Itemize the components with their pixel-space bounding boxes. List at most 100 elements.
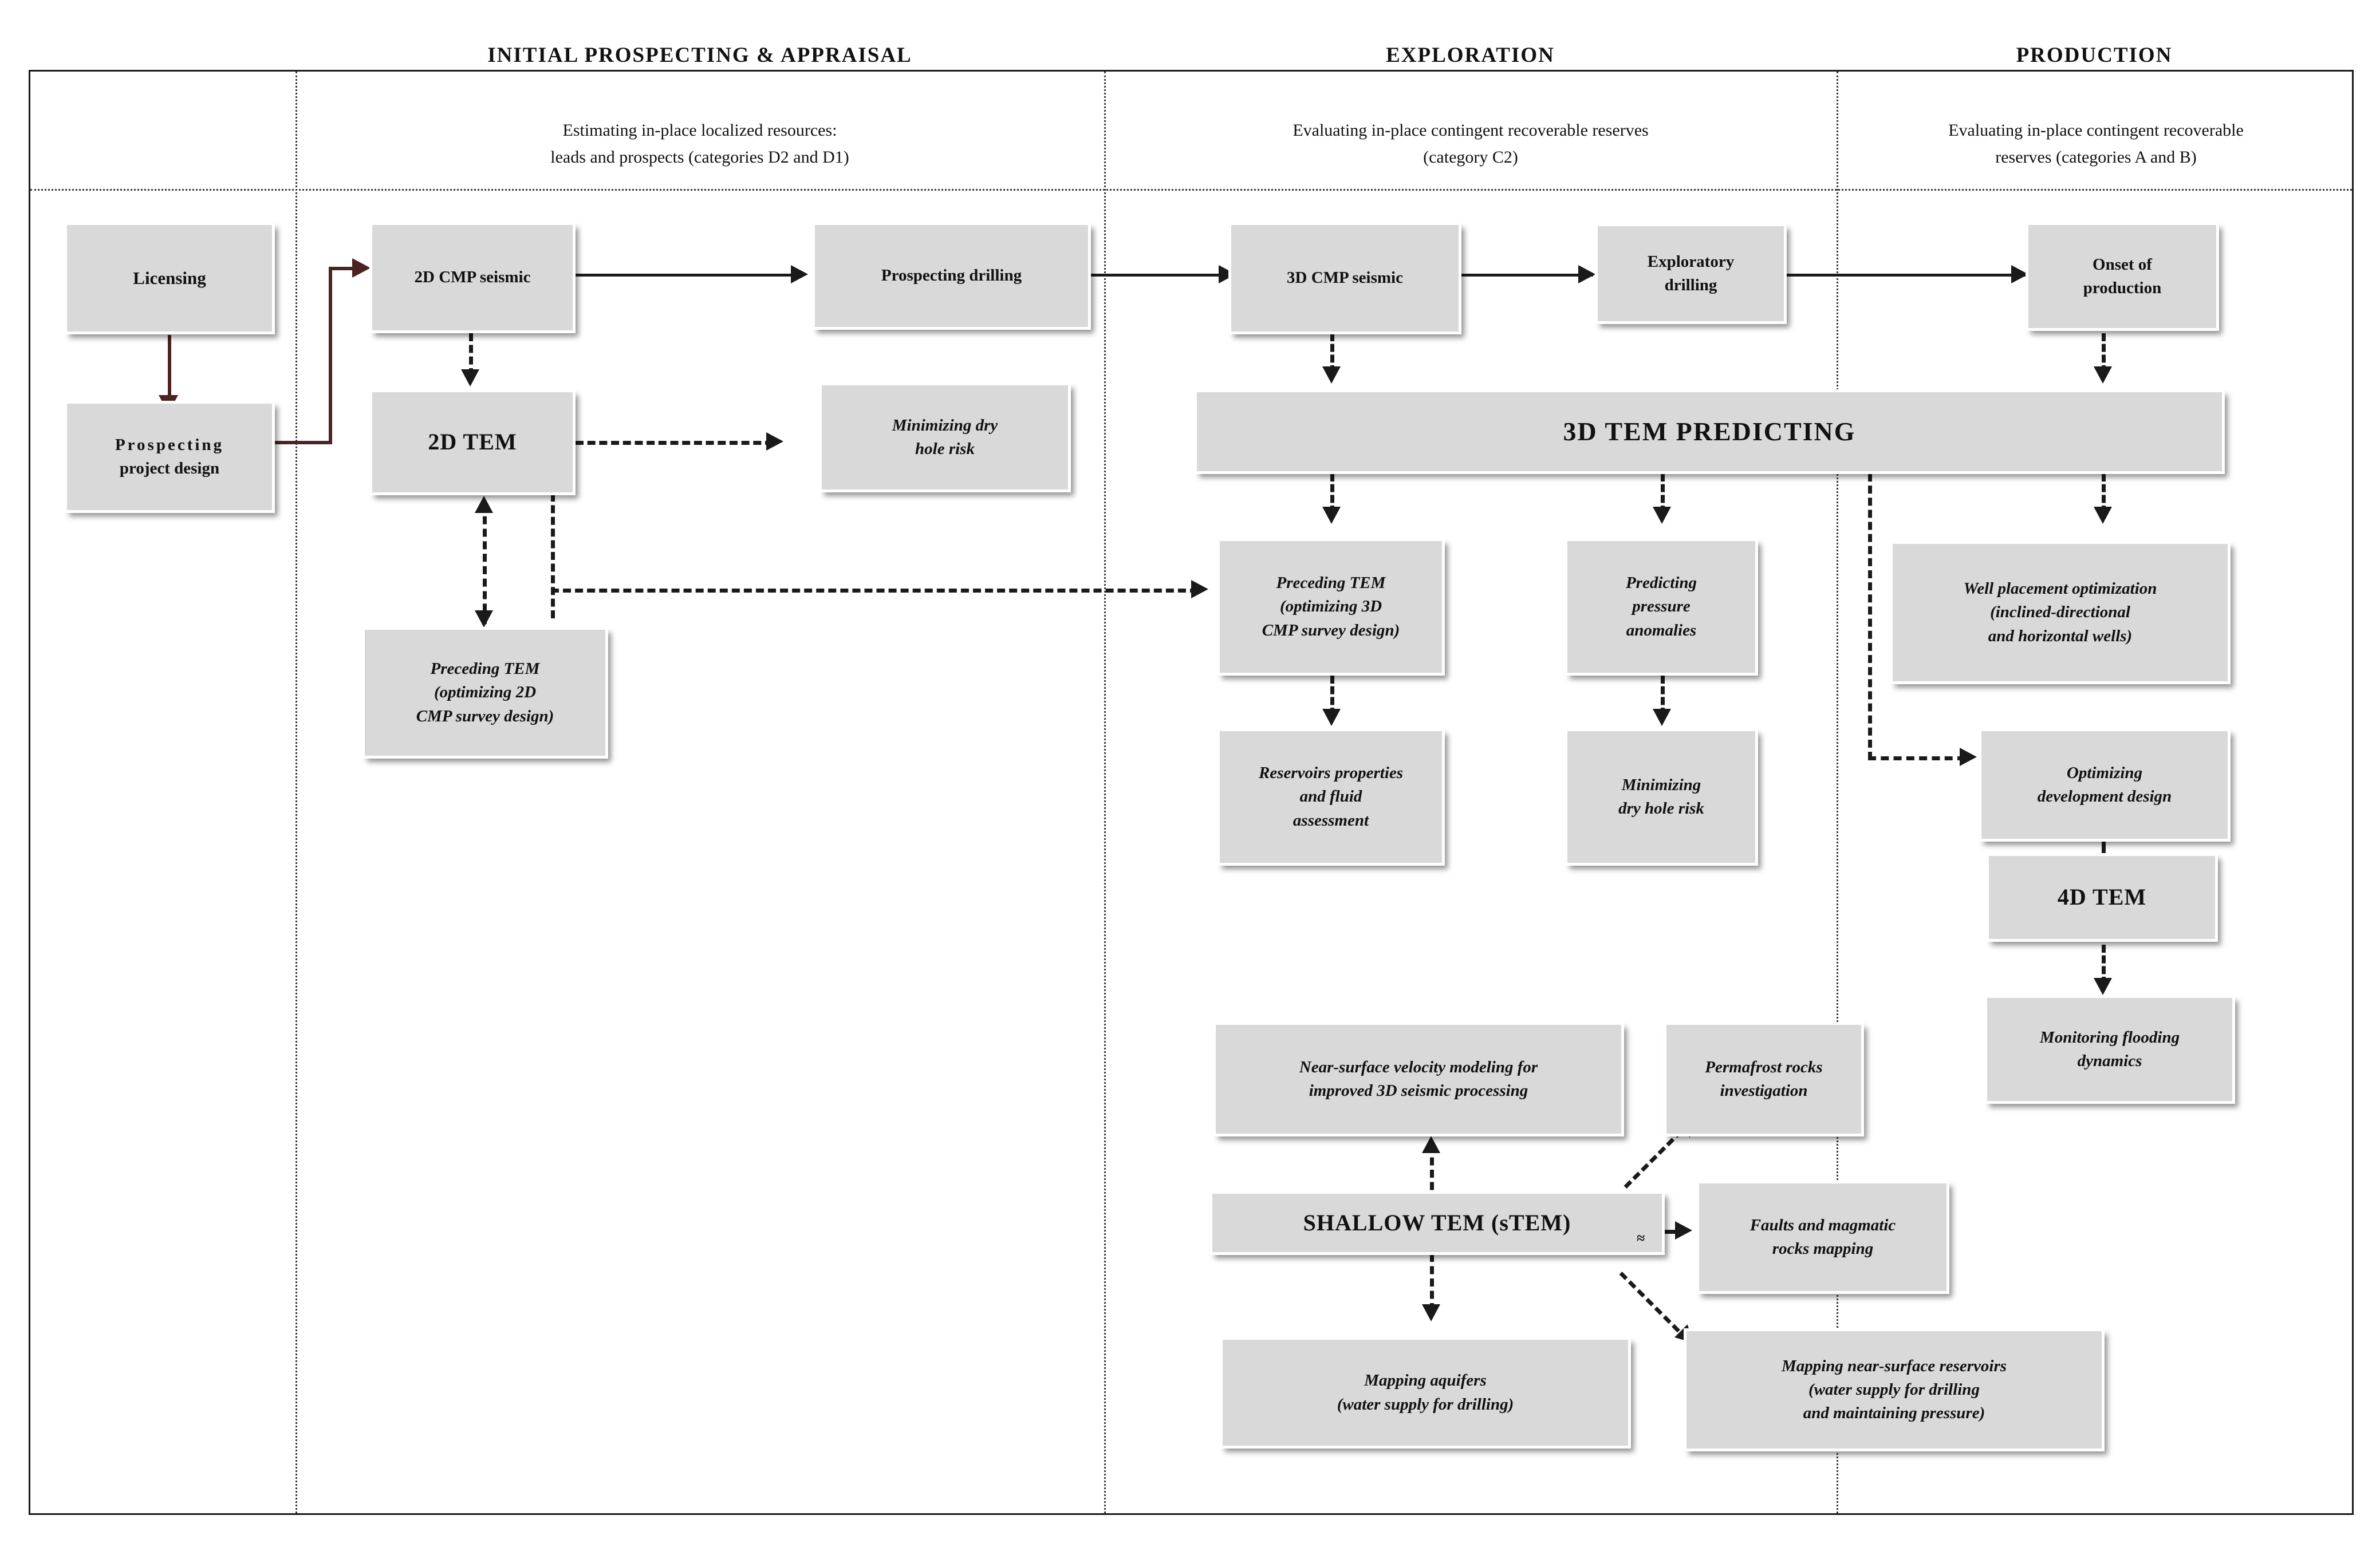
connector-tem2d-to-min-dry-hole bbox=[576, 441, 773, 445]
node-monitoring-flooding-line1: Monitoring flooding bbox=[2039, 1028, 2180, 1047]
node-exploratory-drilling-line2: drilling bbox=[1664, 276, 1717, 294]
node-reservoirs-properties[interactable]: Reservoirs properties and fluid assessme… bbox=[1217, 728, 1445, 866]
node-preceding-tem-2d-line2: (optimizing 2D bbox=[434, 683, 537, 702]
node-shallow-tem[interactable]: SHALLOW TEM (sTEM) bbox=[1209, 1191, 1665, 1255]
node-reservoirs-properties-line2: and fluid bbox=[1299, 787, 1362, 806]
node-near-surface-velocity-line2: improved 3D seismic processing bbox=[1309, 1082, 1528, 1100]
node-faults-magmatic-line1: Faults and magmatic bbox=[1749, 1216, 1896, 1234]
phase-subtitle-production: Evaluating in-place contingent recoverab… bbox=[1844, 117, 2348, 171]
node-cmp3d[interactable]: 3D CMP seismic bbox=[1228, 222, 1461, 334]
connector-cmp3d-to-exploratory-drilling bbox=[1461, 274, 1593, 277]
node-predicting-pressure-anomalies[interactable]: Predicting pressure anomalies bbox=[1565, 538, 1758, 676]
phase-subtitle-production-line1: Evaluating in-place contingent recoverab… bbox=[1948, 121, 2244, 140]
node-optimizing-dev-line1: Optimizing bbox=[2066, 763, 2143, 782]
node-licensing-label: Licensing bbox=[133, 267, 206, 288]
node-well-placement-line1: Well placement optimization bbox=[1963, 579, 2157, 598]
node-tem2d[interactable]: 2D TEM bbox=[369, 389, 576, 495]
connector-licensing-to-project-design bbox=[168, 335, 171, 404]
node-permafrost-rocks-investigation[interactable]: Permafrost rocks investigation bbox=[1664, 1022, 1864, 1136]
node-min-dry-hole-risk-a[interactable]: Minimizing dry hole risk bbox=[819, 382, 1071, 492]
phase-subtitle-production-line2: reserves (categories A and B) bbox=[1995, 147, 2197, 167]
node-prospecting-project-design[interactable]: Prospecting project design bbox=[64, 401, 275, 513]
node-optimizing-development-design[interactable]: Optimizing development design bbox=[1979, 728, 2231, 842]
connector-stem-to-mapping-aquifers bbox=[1430, 1254, 1434, 1311]
connector-tem2d-preceding-tem-2d bbox=[483, 504, 487, 624]
connector-tem2d-down-branch bbox=[551, 494, 555, 618]
connector-tem2d-across-to-preceding-tem-3d bbox=[551, 589, 1198, 593]
node-onset-of-production-line1: Onset of bbox=[2093, 255, 2152, 274]
node-predicting-pressure-line3: anomalies bbox=[1626, 621, 1697, 640]
connector-project-design-to-cmp2d bbox=[329, 267, 357, 270]
arrowhead-tem2d bbox=[461, 369, 479, 386]
phase-subtitle-exploration: Evaluating in-place contingent recoverab… bbox=[1116, 117, 1826, 171]
node-prospecting-drilling-label: Prospecting drilling bbox=[881, 266, 1022, 285]
arrowhead-tem3d-predicting-right bbox=[2094, 366, 2112, 384]
node-shallow-tem-label: SHALLOW TEM (sTEM) bbox=[1303, 1209, 1571, 1236]
node-preceding-tem-3d-line1: Preceding TEM bbox=[1276, 574, 1386, 593]
node-prospecting-project-design-line1: Prospecting bbox=[115, 435, 224, 454]
arrowhead-up-tem2d bbox=[475, 496, 493, 513]
node-near-surface-velocity-modeling[interactable]: Near-surface velocity modeling for impro… bbox=[1213, 1022, 1624, 1136]
node-well-placement-line3: and horizontal wells) bbox=[1988, 626, 2133, 645]
node-well-placement-optimization[interactable]: Well placement optimization (inclined-di… bbox=[1890, 541, 2231, 684]
column-divider-2 bbox=[1104, 72, 1106, 1513]
header-divider bbox=[30, 189, 2352, 191]
arrowhead-reservoirs-props bbox=[1322, 709, 1341, 726]
arrowhead-min-dry-hole-b bbox=[1653, 709, 1671, 726]
node-mapping-near-surface-line1: Mapping near-surface reservoirs bbox=[1781, 1356, 2007, 1375]
connector-exploratory-drilling-to-onset bbox=[1787, 274, 2027, 277]
node-cmp2d-label: 2D CMP seismic bbox=[414, 268, 531, 287]
phase-subtitle-initial-line1: Estimating in-place localized resources: bbox=[562, 121, 837, 140]
node-optimizing-dev-line2: development design bbox=[2037, 787, 2172, 806]
node-onset-of-production[interactable]: Onset of production bbox=[2026, 222, 2219, 331]
node-cmp2d[interactable]: 2D CMP seismic bbox=[369, 222, 576, 333]
node-cmp3d-label: 3D CMP seismic bbox=[1287, 269, 1403, 287]
node-faults-magmatic-line2: rocks mapping bbox=[1772, 1240, 1874, 1258]
node-reservoirs-properties-line3: assessment bbox=[1293, 811, 1369, 830]
arrowhead-near-surface-velocity bbox=[1422, 1136, 1440, 1153]
node-preceding-tem-2d[interactable]: Preceding TEM (optimizing 2D CMP survey … bbox=[362, 627, 608, 759]
node-exploratory-drilling[interactable]: Exploratory drilling bbox=[1595, 223, 1787, 324]
node-monitoring-flooding-dynamics[interactable]: Monitoring flooding dynamics bbox=[1984, 995, 2235, 1104]
node-permafrost-line1: Permafrost rocks bbox=[1705, 1057, 1823, 1076]
node-tem3d-predicting[interactable]: 3D TEM PREDICTING bbox=[1194, 389, 2225, 474]
connector-tem3d-to-well-placement bbox=[2102, 473, 2106, 514]
phase-title-initial: INITIAL PROSPECTING & APPRAISAL bbox=[487, 44, 912, 67]
node-tem4d[interactable]: 4D TEM bbox=[1986, 853, 2218, 942]
node-near-surface-velocity-line1: Near-surface velocity modeling for bbox=[1299, 1057, 1538, 1076]
node-preceding-tem-3d[interactable]: Preceding TEM (optimizing 3D CMP survey … bbox=[1217, 538, 1445, 676]
node-mapping-near-surface-reservoirs[interactable]: Mapping near-surface reservoirs (water s… bbox=[1684, 1328, 2105, 1451]
arrowhead-predicting-pressure bbox=[1653, 507, 1671, 524]
node-well-placement-line2: (inclined-directional bbox=[1990, 603, 2130, 622]
node-preceding-tem-3d-line3: CMP survey design) bbox=[1262, 621, 1400, 640]
connector-tem4d-to-monitoring bbox=[2102, 945, 2106, 985]
arrowhead-well-placement bbox=[2094, 507, 2112, 524]
connector-onset-to-tem3d-predicting bbox=[2102, 333, 2106, 373]
node-prospecting-drilling[interactable]: Prospecting drilling bbox=[812, 222, 1091, 330]
arrowhead-monitoring-flooding bbox=[2094, 978, 2112, 995]
node-min-dry-hole-risk-a-line1: Minimizing dry bbox=[892, 416, 998, 435]
node-min-dry-hole-risk-a-line2: hole risk bbox=[915, 440, 975, 458]
node-min-dry-hole-risk-b-line2: dry hole risk bbox=[1618, 799, 1704, 818]
node-faults-magmatic-rocks-mapping[interactable]: Faults and magmatic rocks mapping bbox=[1696, 1181, 1949, 1294]
phase-subtitle-initial-line2: leads and prospects (categories D2 and D… bbox=[550, 147, 849, 167]
phase-subtitle-initial: Estimating in-place localized resources:… bbox=[321, 117, 1079, 171]
node-min-dry-hole-risk-b[interactable]: Minimizing dry hole risk bbox=[1565, 728, 1758, 866]
phase-subtitle-exploration-line2: (category C2) bbox=[1423, 147, 1518, 167]
arrowhead-tem3d-predicting bbox=[1322, 366, 1341, 384]
node-mapping-aquifers[interactable]: Mapping aquifers (water supply for drill… bbox=[1220, 1337, 1631, 1449]
node-shallow-tem-approx-symbol: ≈ bbox=[1637, 1230, 1645, 1246]
column-divider-1 bbox=[295, 72, 297, 1513]
phase-subtitle-exploration-line1: Evaluating in-place contingent recoverab… bbox=[1293, 121, 1649, 140]
node-licensing[interactable]: Licensing bbox=[64, 222, 275, 334]
node-preceding-tem-2d-line1: Preceding TEM bbox=[430, 660, 540, 678]
connector-preceding-tem-3d-to-reservoirs bbox=[1330, 676, 1334, 716]
node-preceding-tem-3d-line2: (optimizing 3D bbox=[1279, 597, 1382, 616]
connector-tem3d-left-down bbox=[1868, 473, 1872, 760]
arrowhead-prospecting-drilling bbox=[791, 265, 808, 283]
node-mapping-near-surface-line2: (water supply for drilling bbox=[1808, 1380, 1980, 1399]
connector-optimizing-dev-to-tem4d bbox=[2102, 842, 2106, 854]
phase-title-production: PRODUCTION bbox=[2016, 44, 2173, 67]
node-tem4d-label: 4D TEM bbox=[2057, 884, 2147, 910]
